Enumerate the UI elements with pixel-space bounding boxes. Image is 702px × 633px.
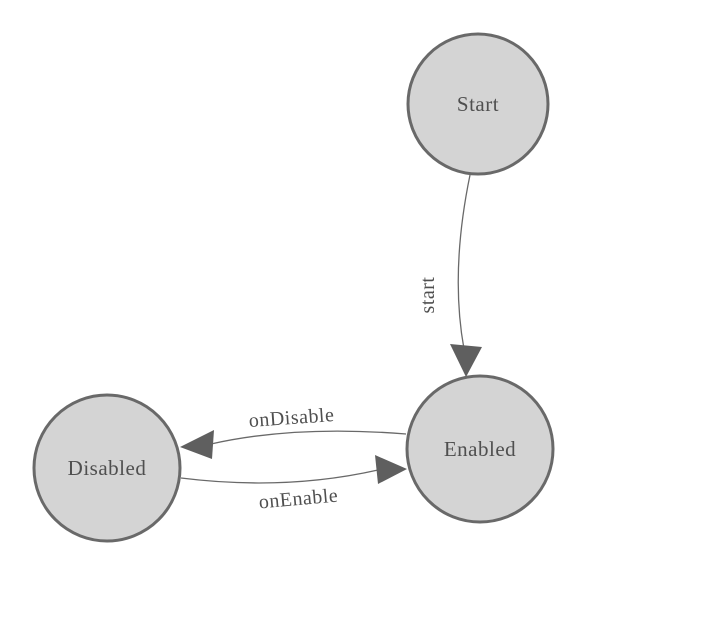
state-node-enabled[interactable]: Enabled: [405, 374, 555, 524]
arrowhead-into-disabled-icon: [180, 430, 214, 459]
arrowhead-into-enabled-left-icon: [375, 455, 407, 484]
disabled-node-label: Disabled: [68, 456, 147, 480]
edge-enabled-to-disabled: onDisable: [180, 404, 407, 459]
start-node-circle[interactable]: [406, 32, 550, 176]
edge-label-start: start: [417, 277, 439, 314]
state-node-disabled[interactable]: Disabled: [32, 393, 182, 543]
edge-start-to-enabled: start: [417, 174, 482, 377]
edge-enabled-to-disabled-line: [210, 430, 407, 445]
edge-start-to-enabled-line: [457, 174, 471, 350]
start-node-label: Start: [457, 92, 499, 116]
edge-disabled-to-enabled: onEnable: [180, 455, 407, 514]
enabled-node-circle[interactable]: [405, 374, 555, 524]
disabled-node-circle[interactable]: [32, 393, 182, 543]
arrowhead-into-enabled-top-icon: [450, 344, 482, 377]
edge-label-onenable: onEnable: [258, 485, 339, 514]
edge-disabled-to-enabled-line: [180, 469, 379, 484]
enabled-node-label: Enabled: [444, 437, 516, 461]
state-node-start[interactable]: Start: [406, 32, 550, 176]
edge-label-ondisable: onDisable: [248, 404, 335, 432]
